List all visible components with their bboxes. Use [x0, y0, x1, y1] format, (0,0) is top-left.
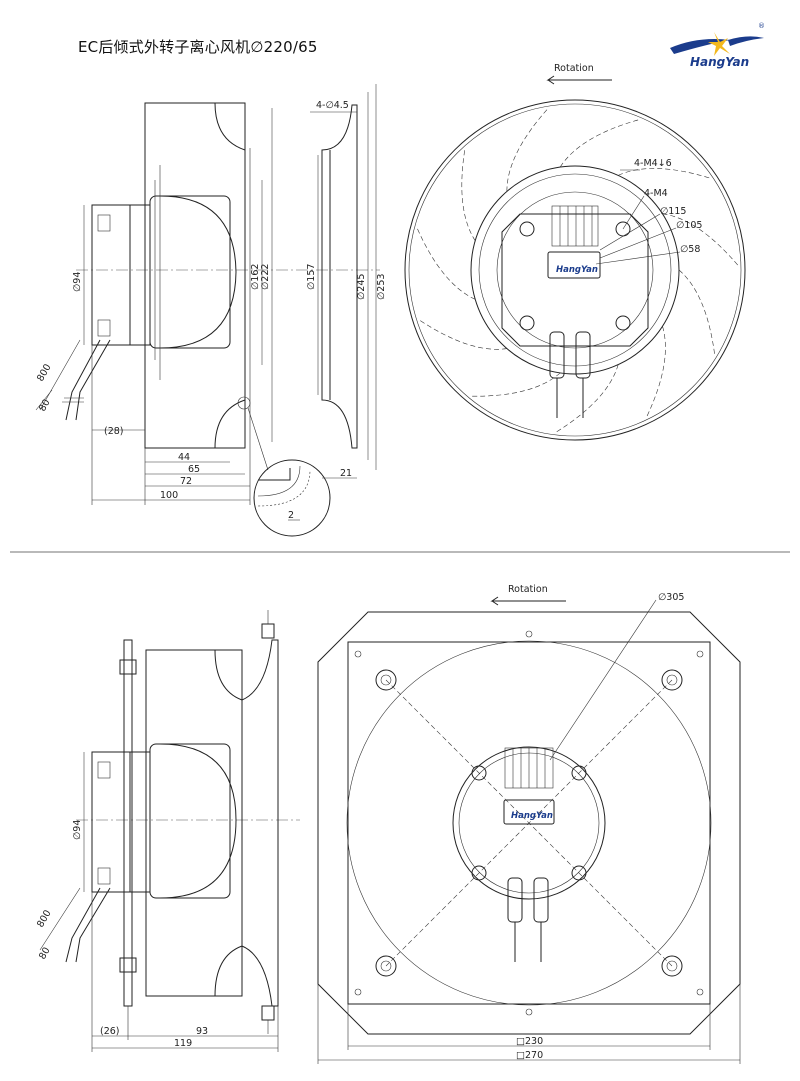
dim-cable-80: 80 — [37, 398, 53, 414]
brand-logo: HangYan ® — [670, 22, 765, 69]
dim-front-m4-6: 4-M4↓6 — [634, 158, 672, 169]
dim-front-105: ∅105 — [676, 220, 702, 231]
dim-inlet-157: ∅157 — [306, 264, 317, 290]
brand-name: HangYan — [690, 55, 749, 69]
bottom-side-view: ∅94 800 80 (26) 93 119 — [35, 610, 300, 1052]
impeller-blades — [416, 108, 740, 434]
dim-holes-4.5: 4-∅4.5 — [316, 100, 349, 111]
dim-front-115: ∅115 — [660, 206, 686, 217]
impeller-blade — [678, 269, 716, 356]
impeller-blade — [416, 227, 476, 300]
dim-side-94: ∅94 — [72, 272, 83, 292]
dim-cable-800-bottom: 800 — [35, 908, 54, 929]
dim-side-26: (26) — [100, 1026, 120, 1037]
dim-inlet-245: ∅245 — [356, 274, 367, 300]
impeller-blade — [470, 372, 561, 397]
dim-detail-2: 2 — [288, 510, 294, 521]
dim-side-93: 93 — [196, 1026, 208, 1037]
dim-side-28: (28) — [104, 426, 124, 437]
rotation-arrow-icon — [546, 75, 612, 85]
bottom-front-view: Rotation HangYan — [317, 584, 741, 1064]
impeller-blade — [461, 148, 476, 241]
top-side-view: ∅94 800 80 (28) 44 65 72 100 ∅162 ∅222 2 — [35, 102, 380, 537]
dim-front-270: □270 — [516, 1050, 543, 1061]
dim-side-44: 44 — [178, 452, 190, 463]
dim-front-230: □230 — [516, 1036, 543, 1047]
impeller-blade — [559, 119, 641, 168]
dim-diam-162: ∅162 — [250, 264, 261, 290]
impeller-blade — [554, 364, 619, 434]
impeller-blade — [646, 326, 666, 418]
impeller-blade — [506, 108, 549, 192]
dim-inlet-253: ∅253 — [376, 274, 387, 300]
top-front-view: Rotation HangYan 4-M4↓6 4-M4 ∅115 — [404, 63, 746, 441]
top-inlet-ring: 4-∅4.5 ∅157 ∅245 ∅253 21 — [306, 84, 387, 479]
rotation-label-bottom: Rotation — [508, 584, 548, 595]
dim-side-119: 119 — [174, 1038, 192, 1049]
rotation-arrow-icon — [490, 596, 566, 606]
registered-mark: ® — [758, 22, 765, 30]
dim-diam-222: ∅222 — [260, 264, 271, 290]
motor-label-bottom: HangYan — [511, 811, 553, 821]
dim-inlet-21: 21 — [340, 468, 352, 479]
dim-side-65: 65 — [188, 464, 200, 475]
dim-side-100: 100 — [160, 490, 178, 501]
dim-side-72: 72 — [180, 476, 192, 487]
dim-front-305: ∅305 — [658, 592, 684, 603]
dim-side-94-bottom: ∅94 — [72, 820, 83, 840]
impeller-blade — [618, 168, 712, 179]
impeller-blade — [662, 213, 740, 267]
motor-label-top: HangYan — [556, 265, 598, 275]
dim-front-m4: 4-M4 — [644, 188, 668, 199]
dim-cable-80-bottom: 80 — [37, 946, 53, 962]
rotation-label-top: Rotation — [554, 63, 594, 74]
dim-front-58: ∅58 — [680, 244, 700, 255]
dim-cable-800: 800 — [35, 362, 54, 383]
impeller-blade — [418, 319, 507, 350]
page-title: EC后倾式外转子离心风机∅220/65 — [78, 38, 318, 56]
